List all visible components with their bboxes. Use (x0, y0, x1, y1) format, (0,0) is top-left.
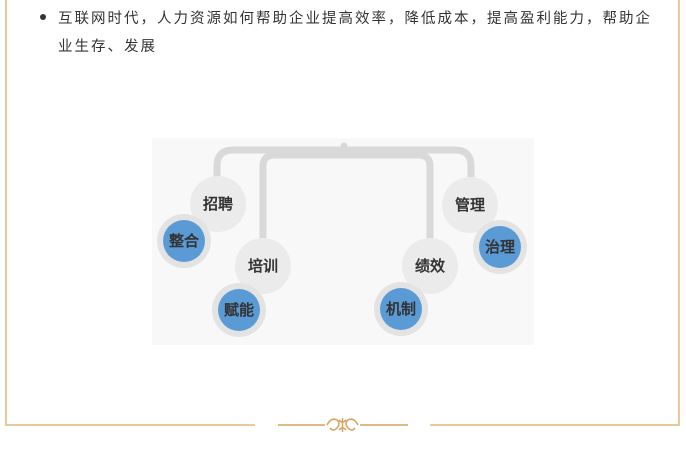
frame-left-border (5, 0, 7, 425)
label-integrate: 整合 (169, 232, 200, 250)
circle-integrate (163, 220, 205, 262)
frame-bottom-border-left (5, 424, 255, 426)
label-mechanism: 机制 (386, 300, 416, 318)
bullet-dot-icon (40, 14, 46, 20)
circle-manage (442, 177, 498, 233)
blue-circles (157, 214, 527, 337)
label-govern: 治理 (485, 238, 515, 256)
label-manage: 管理 (455, 196, 485, 214)
gray-circles (190, 176, 498, 294)
label-empower: 赋能 (224, 301, 254, 319)
ornament-scroll-left (326, 418, 340, 431)
circle-mechanism (380, 288, 422, 330)
ornament-scroll-right (345, 418, 359, 431)
circle-empower (218, 289, 260, 331)
circle-train (235, 238, 291, 294)
label-performance: 绩效 (415, 257, 446, 275)
circle-performance (402, 238, 458, 294)
label-recruit: 招聘 (203, 195, 233, 213)
bullet-text: 互联网时代，人力资源如何帮助企业提高效率，降低成本，提高盈利能力，帮助企业生存、… (58, 11, 652, 55)
frame-bottom-border-right (430, 424, 680, 426)
circle-recruit (190, 176, 246, 232)
bullet-item: 互联网时代，人力资源如何帮助企业提高效率，降低成本，提高盈利能力，帮助企业生存、… (40, 5, 660, 61)
frame-right-border (678, 0, 680, 425)
connector-inner (259, 151, 434, 256)
label-train: 培训 (248, 257, 278, 275)
ornament-center (338, 418, 347, 432)
circle-govern (479, 226, 521, 268)
connector-lines (213, 142, 475, 256)
